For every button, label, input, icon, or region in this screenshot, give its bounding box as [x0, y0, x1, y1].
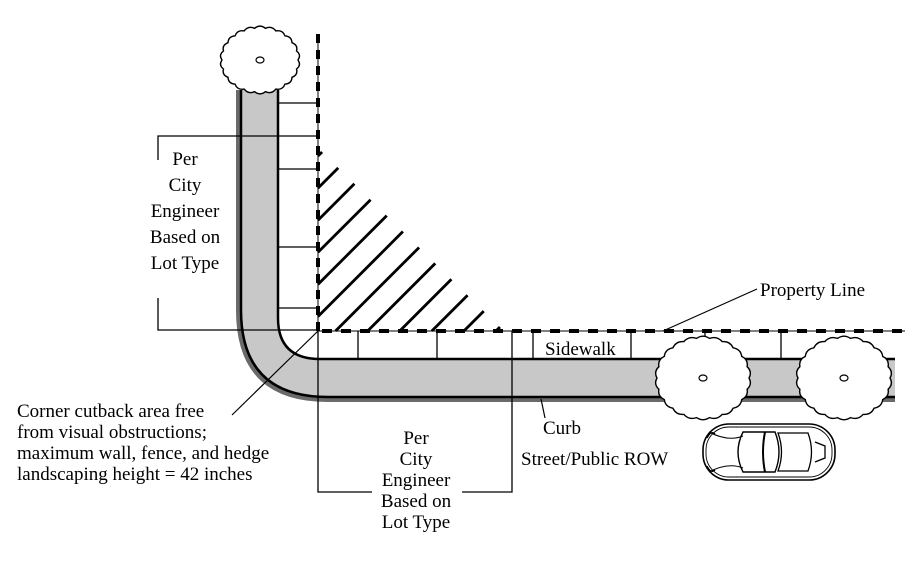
bracket-left [317, 331, 372, 493]
cutback-note-line-3: maximum wall, fence, and hedge [17, 443, 269, 464]
hatch-line [317, 230, 404, 318]
left-dim-line-3: Engineer [151, 201, 220, 222]
sidewalk-label: Sidewalk [545, 339, 616, 360]
hatch-line [462, 310, 485, 332]
hatch-line [317, 166, 340, 190]
property-line-label: Property Line [760, 280, 865, 301]
hatch-line [317, 198, 372, 254]
hatch-line [334, 246, 421, 332]
tree-icon [219, 25, 301, 95]
bracket-right [462, 331, 513, 493]
left-dimension-bracket [157, 135, 318, 331]
street-label: Street/Public ROW [521, 449, 668, 470]
hatch-line [430, 294, 469, 332]
hatch-line [317, 182, 356, 222]
bracket-bottom [157, 298, 318, 331]
curb-line [239, 90, 895, 399]
cutback-note: Corner cutback area free from visual obs… [17, 401, 269, 485]
left-dim-line-4: Based on [150, 227, 221, 248]
bottom-dim-line-2: City [400, 449, 433, 470]
bottom-dim-line-5: Lot Type [382, 512, 451, 533]
hatch-line [398, 278, 453, 332]
car-icon [702, 423, 836, 481]
trees [219, 25, 893, 421]
bottom-dim-line-4: Based on [381, 491, 452, 512]
hatch-line [366, 262, 437, 332]
left-dim-line-2: City [169, 175, 202, 196]
bottom-dimension-label: Per City Engineer Based on Lot Type [381, 428, 452, 533]
left-dim-line-5: Lot Type [151, 253, 220, 274]
cutback-note-line-1: Corner cutback area free [17, 401, 204, 422]
bottom-dim-line-3: Engineer [382, 470, 451, 491]
tree-icon [795, 335, 893, 421]
left-dimension-label: Per City Engineer Based on Lot Type [150, 149, 221, 274]
cutback-hatch [317, 150, 501, 332]
cutback-note-line-2: from visual obstructions; [17, 422, 207, 443]
bracket-top [157, 135, 318, 160]
property-line-leader [662, 288, 758, 332]
property-line [316, 34, 905, 333]
sidewalk-inner-line [276, 90, 895, 361]
left-dim-line-1: Per [172, 149, 198, 170]
hatch-line [317, 214, 388, 286]
bottom-dim-line-1: Per [403, 428, 429, 449]
cutback-note-line-4: landscaping height = 42 inches [17, 464, 253, 485]
tree-icon [654, 335, 752, 421]
curb-leader-line [540, 398, 546, 419]
bottom-dimension-bracket [317, 331, 513, 493]
sidewalk-joints-vertical [278, 102, 318, 309]
hatch-line [317, 150, 324, 158]
cutback-leader-line [231, 330, 319, 416]
curb-label: Curb [543, 418, 581, 439]
